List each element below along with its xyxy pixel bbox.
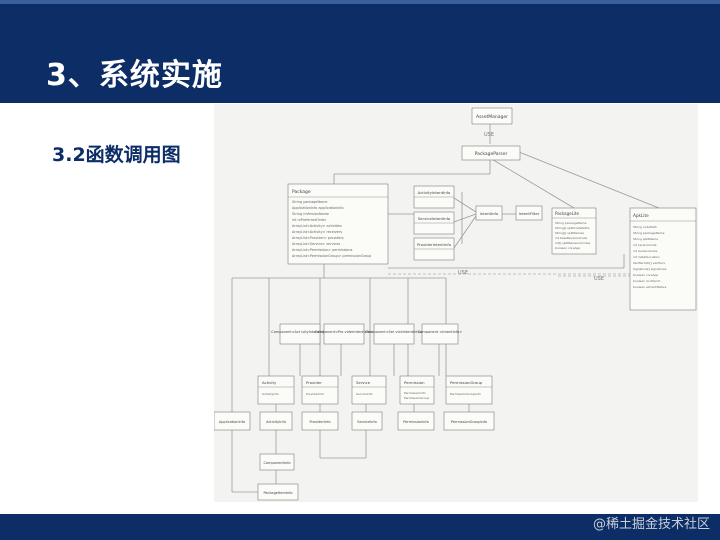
bottom-line: [0, 511, 720, 514]
label-providerinfo: ProviderInfo: [309, 420, 330, 424]
permission-member: PermissionInfo: [404, 391, 426, 395]
call-graph-diagram: USE USE USE AssetManager PackageParser P…: [213, 104, 698, 502]
package-member: String mVersionName: [292, 212, 329, 216]
box-activityinfo: ActivityInfo: [259, 411, 293, 431]
box-activity: Activity ActivityInfo: [257, 375, 295, 405]
box-packageiteminfo: PackageItemInfo: [257, 483, 299, 501]
use-label-right: USE: [594, 276, 604, 282]
label-packagelite: PackageLite: [555, 211, 579, 216]
label-packageiteminfo: PackageItemInfo: [263, 491, 292, 495]
permission-member: PermissionGroup: [404, 396, 429, 400]
slide-subtitle: 3.2函数调用图: [52, 144, 181, 166]
box-component-intentinfo: Component <IntentInfo>: [418, 323, 462, 345]
apklite-member: VerifierInfo[] verifiers: [633, 261, 665, 265]
package-member: ArrayList<PermissionGroup> permissionGro…: [292, 254, 371, 258]
box-assetmanager: AssetManager: [471, 107, 513, 125]
apklite-member: boolean extractNative: [633, 285, 666, 289]
box-serviceintentinfo: ServiceIntentInfo: [413, 211, 455, 235]
box-intentinfo: IntentInfo: [475, 205, 503, 221]
label-componentinfo: ComponentInfo: [264, 461, 291, 465]
package-member: ArrayList<Activity> activities: [292, 224, 342, 228]
activity-member: ActivityInfo: [262, 392, 279, 396]
apklite-member: int installLocation: [633, 255, 660, 259]
label-component-service: Component<Ser viceIntentInfo>: [365, 330, 422, 334]
package-member: ArrayList<Permission> permissions: [292, 248, 353, 252]
permissiongroup-member: PermissionGroupInfo: [450, 392, 481, 396]
packagelite-member: String packageName: [555, 221, 587, 225]
top-stripe: [0, 0, 720, 4]
box-activityintentinfo: ActivityIntentInfo: [413, 185, 455, 209]
box-permissiongroup: PermissionGroup PermissionGroupInfo: [445, 375, 493, 405]
packagelite-member: boolean coreApp: [555, 246, 580, 250]
label-intentfilter: IntentFilter: [519, 211, 540, 216]
label-activity: Activity: [262, 380, 277, 385]
box-intentfilter: IntentFilter: [515, 205, 543, 221]
box-apklite: ApkLite String codePath String packageNa…: [629, 207, 697, 311]
use-label-middle: USE: [458, 270, 468, 276]
apklite-member: boolean multiArch: [633, 279, 660, 283]
packagelite-member: int baseRevisionCode: [555, 236, 587, 240]
label-package: Package: [292, 189, 311, 195]
box-permissioninfo: PermissionInfo: [397, 411, 435, 431]
package-member: String packageName: [292, 200, 328, 204]
label-applicationinfo: ApplicationInfo: [219, 420, 245, 424]
packagelite-member: String[] splitCodePaths: [555, 226, 590, 230]
package-member: ArrayList<Service> services: [292, 242, 340, 246]
label-activityinfo: ActivityInfo: [266, 420, 286, 424]
connector-lines: [231, 124, 660, 493]
apklite-member: String packageName: [633, 231, 665, 235]
label-serviceinfo: ServiceInfo: [357, 420, 377, 424]
box-permissiongroupinfo: PermissionGroupInfo: [443, 411, 495, 431]
label-intentinfo: IntentInfo: [480, 211, 499, 216]
box-service: Service ServiceInfo: [351, 375, 387, 405]
provider-member: ProviderInfo: [306, 392, 324, 396]
label-permissiongroup: PermissionGroup: [450, 380, 483, 385]
apklite-member: boolean coreApp: [633, 273, 658, 277]
label-apklite: ApkLite: [633, 213, 649, 218]
box-component-provider: Component<Pro viderIntentInfo>: [315, 323, 374, 345]
label-provider: Provider: [306, 380, 322, 385]
apklite-member: String codePath: [633, 225, 657, 229]
label-component-provider: Component<Pro viderIntentInfo>: [315, 330, 374, 334]
label-permissiongroupinfo: PermissionGroupInfo: [451, 420, 487, 424]
box-componentinfo: ComponentInfo: [259, 453, 295, 471]
apklite-member: int revisionCode: [633, 249, 657, 253]
label-component-intentinfo: Component <IntentInfo>: [418, 330, 462, 334]
watermark: @稀土掘金技术社区: [592, 517, 710, 532]
use-label-top: USE: [484, 132, 494, 138]
box-serviceinfo: ServiceInfo: [351, 411, 383, 431]
slide-title: 3、系统实施: [46, 58, 223, 93]
label-component-activity: Component<Act ivityIntentInfo>: [271, 330, 328, 334]
label-serviceintentinfo: ServiceIntentInfo: [418, 216, 451, 221]
apklite-member: String splitName: [633, 237, 658, 241]
package-member: ApplicationInfo applicationInfo: [292, 206, 344, 210]
label-activityintentinfo: ActivityIntentInfo: [418, 190, 451, 195]
label-service: Service: [356, 380, 371, 385]
packagelite-member: String[] splitNames: [555, 231, 584, 235]
label-packageparser: PackageParser: [475, 151, 508, 157]
label-providerintentinfo: ProviderIntentInfo: [417, 242, 452, 247]
box-applicationinfo: ApplicationInfo: [213, 411, 251, 431]
box-package: Package String packageName ApplicationIn…: [287, 183, 389, 265]
apklite-member: int versionCode: [633, 243, 657, 247]
package-member: ArrayList<Activity> receivers: [292, 230, 342, 234]
box-provider: Provider ProviderInfo: [301, 375, 339, 405]
label-permissioninfo: PermissionInfo: [403, 420, 429, 424]
box-permission: Permission PermissionInfo PermissionGrou…: [399, 375, 435, 405]
box-component-activity: Component<Act ivityIntentInfo>: [271, 323, 329, 345]
service-member: ServiceInfo: [356, 392, 373, 396]
box-component-service: Component<Ser viceIntentInfo>: [365, 323, 423, 345]
apklite-member: Signature[] signatures: [633, 267, 667, 271]
call-graph-svg: USE USE USE AssetManager PackageParser P…: [213, 107, 697, 501]
package-member: ArrayList<Provider> providers: [292, 236, 344, 240]
box-packageparser: PackageParser: [461, 145, 521, 161]
box-providerinfo: ProviderInfo: [301, 411, 339, 431]
package-member: int mPreferredOrder: [292, 218, 327, 222]
box-providerintentinfo: ProviderIntentInfo: [413, 237, 455, 261]
label-assetmanager: AssetManager: [476, 114, 508, 120]
box-packagelite: PackageLite String packageName String[] …: [551, 207, 597, 255]
packagelite-member: int[] splitRevisionCodes: [555, 241, 591, 245]
label-permission: Permission: [404, 380, 425, 385]
